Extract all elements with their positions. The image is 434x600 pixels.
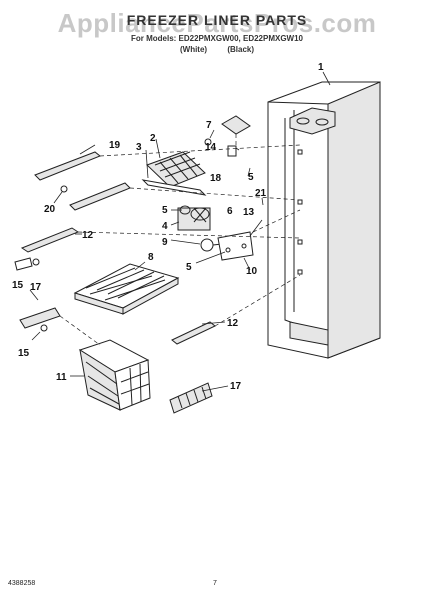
callout-1: 1 — [318, 62, 324, 73]
watermark: AppliancePartsPros.com — [57, 8, 377, 38]
callout-12a: 12 — [82, 230, 94, 241]
callout-12b: 12 — [227, 318, 239, 329]
shelf-rail-left — [14, 227, 80, 271]
callout-21: 21 — [255, 188, 267, 199]
callout-8: 8 — [148, 252, 154, 263]
callout-7: 7 — [206, 120, 212, 131]
callout-5a: 5 — [162, 205, 168, 216]
shelf-rail-right — [171, 321, 216, 345]
callout-3: 3 — [136, 142, 142, 153]
callout-2: 2 — [150, 133, 156, 144]
callout-17a: 17 — [30, 282, 42, 293]
assembly-guide-lines — [59, 134, 301, 346]
freezer-liner — [267, 81, 381, 359]
upper-shelf-rail — [34, 151, 131, 211]
document-code: 4388258 — [8, 580, 36, 587]
callout-17b: 17 — [230, 381, 242, 392]
callout-15b: 15 — [18, 348, 30, 359]
variant-black: (Black) — [227, 45, 255, 54]
thermostat-assembly — [204, 115, 251, 157]
callout-18: 18 — [210, 173, 222, 184]
page-number: 7 — [213, 580, 217, 587]
lower-cover — [169, 382, 213, 414]
light-socket-assembly — [200, 231, 254, 261]
callout-20: 20 — [44, 204, 56, 215]
callout-11: 11 — [56, 372, 67, 383]
wire-shelf — [73, 263, 180, 315]
leader-lines — [29, 71, 331, 392]
callout-6: 6 — [227, 206, 233, 217]
callout-13: 13 — [243, 207, 255, 218]
callout-14: 14 — [205, 142, 217, 153]
callout-labels: 1 2 3 5 4 9 5 7 14 18 5 21 13 6 10 19 20… — [12, 62, 324, 392]
callout-15a: 15 — [12, 280, 24, 291]
callout-5c: 5 — [248, 172, 254, 183]
basket-rail — [19, 307, 61, 332]
callout-4: 4 — [162, 221, 168, 232]
diagram-title: FREEZER LINER PARTS — [126, 12, 308, 28]
fan-motor-assembly — [177, 205, 238, 244]
ice-tray — [146, 151, 206, 188]
callout-9: 9 — [162, 237, 168, 248]
callout-10: 10 — [246, 266, 258, 277]
model-numbers: For Models: ED22PMXGW00, ED22PMXGW10 — [130, 34, 304, 43]
tray-support — [141, 179, 207, 196]
color-variants: (White) (Black) — [0, 45, 434, 54]
wire-basket — [78, 339, 151, 411]
callout-19: 19 — [109, 140, 121, 151]
variant-white: (White) — [179, 45, 208, 54]
callout-5b: 5 — [186, 262, 192, 273]
